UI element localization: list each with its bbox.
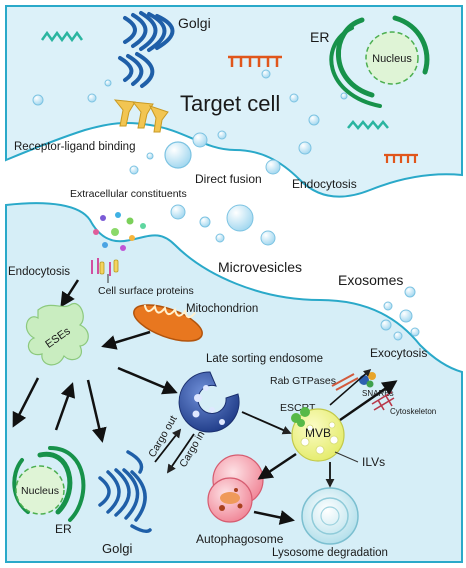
- extracellular-label: Extracellular constituents: [70, 188, 187, 200]
- autophagosome-label: Autophagosome: [196, 532, 284, 546]
- arrow: [12, 377, 40, 428]
- late-sorting-endosome: [178, 371, 240, 433]
- cell-surface-protein-icon: [99, 259, 119, 275]
- golgi-bottom-icon: [98, 450, 152, 534]
- rab-gtpases-icon: [331, 373, 359, 391]
- lysosome-outer: [301, 487, 359, 545]
- target-cell-label: Target cell: [180, 91, 280, 116]
- er-bottom-icon: [12, 446, 86, 522]
- golgi-icon: [118, 11, 175, 88]
- lysosome-core: [320, 506, 340, 526]
- arrow: [329, 369, 372, 406]
- ilvs-label: ILVs: [362, 455, 385, 469]
- arrow: [60, 279, 80, 308]
- late-sorting-endosome-label: Late sorting endosome: [206, 353, 323, 365]
- mitochondrion-icon: [133, 304, 203, 342]
- fusion-vesicle: [164, 141, 192, 169]
- nucleus-top-label: Nucleus: [372, 53, 412, 65]
- rna-strand-icon: [40, 30, 84, 43]
- arrow: [154, 428, 182, 463]
- arrow: [54, 382, 76, 431]
- mitochondrion-label: Mitochondrion: [186, 303, 258, 315]
- arrow: [117, 366, 178, 395]
- arrow: [86, 379, 107, 443]
- arrow: [253, 510, 295, 525]
- lysosome-degradation-label: Lysosome degradation: [272, 547, 388, 559]
- microvesicles-label: Microvesicles: [218, 259, 302, 275]
- autophagosome-cargo: [219, 488, 243, 511]
- exosomes: [380, 286, 420, 341]
- target-cell-vesicles: [32, 69, 348, 175]
- mvb-label: MVB: [305, 426, 331, 440]
- mvb-ilvs: [300, 421, 339, 455]
- lysosome-inner: [311, 497, 349, 535]
- direct-fusion-label: Direct fusion: [195, 172, 262, 186]
- rna-strand-icon: [347, 120, 389, 130]
- cytoskeleton-icon: [371, 391, 395, 411]
- endocytosis-vesicle: [265, 159, 281, 175]
- escrt-complex: [291, 407, 310, 427]
- arrow: [166, 433, 195, 474]
- microvesicles: [170, 204, 276, 246]
- nucleus-bottom: [15, 465, 65, 515]
- er-top-label: ER: [310, 29, 329, 45]
- dna-strand-icon: [228, 55, 282, 67]
- extracellular-constituents: [93, 212, 146, 251]
- er-icon: [329, 15, 430, 108]
- er-bottom-label: ER: [55, 522, 72, 536]
- golgi-bottom-label: Golgi: [102, 541, 132, 556]
- endocytosis-left-label: Endocytosis: [8, 266, 70, 278]
- arrow: [339, 380, 398, 422]
- arrow: [101, 330, 151, 350]
- target-cell-body: [5, 5, 463, 198]
- endocytosis-top-label: Endocytosis: [292, 177, 357, 191]
- exosomes-label: Exosomes: [338, 272, 403, 288]
- cell-surface-protein-icon: [91, 258, 111, 276]
- receptor-ligand-icon: [113, 99, 169, 133]
- arrow: [241, 411, 292, 435]
- rab-gtpases-label: Rab GTPases: [270, 375, 336, 387]
- nucleus-bottom-label: Nucleus: [21, 485, 59, 497]
- dna-strand-icon: [384, 153, 418, 163]
- cell-surface-proteins-label: Cell surface proteins: [98, 285, 194, 297]
- fusion-vesicle: [192, 132, 208, 148]
- arrow: [257, 452, 297, 480]
- pointer-line: [334, 451, 359, 463]
- ese-compartment: [25, 302, 89, 366]
- nucleus-top: [365, 31, 419, 85]
- cytoskeleton-label: Cytoskeleton: [390, 407, 436, 416]
- exocytosis-label: Exocytosis: [370, 346, 427, 360]
- receptor-ligand-label: Receptor-ligand binding: [14, 141, 135, 153]
- golgi-top-label: Golgi: [178, 15, 211, 31]
